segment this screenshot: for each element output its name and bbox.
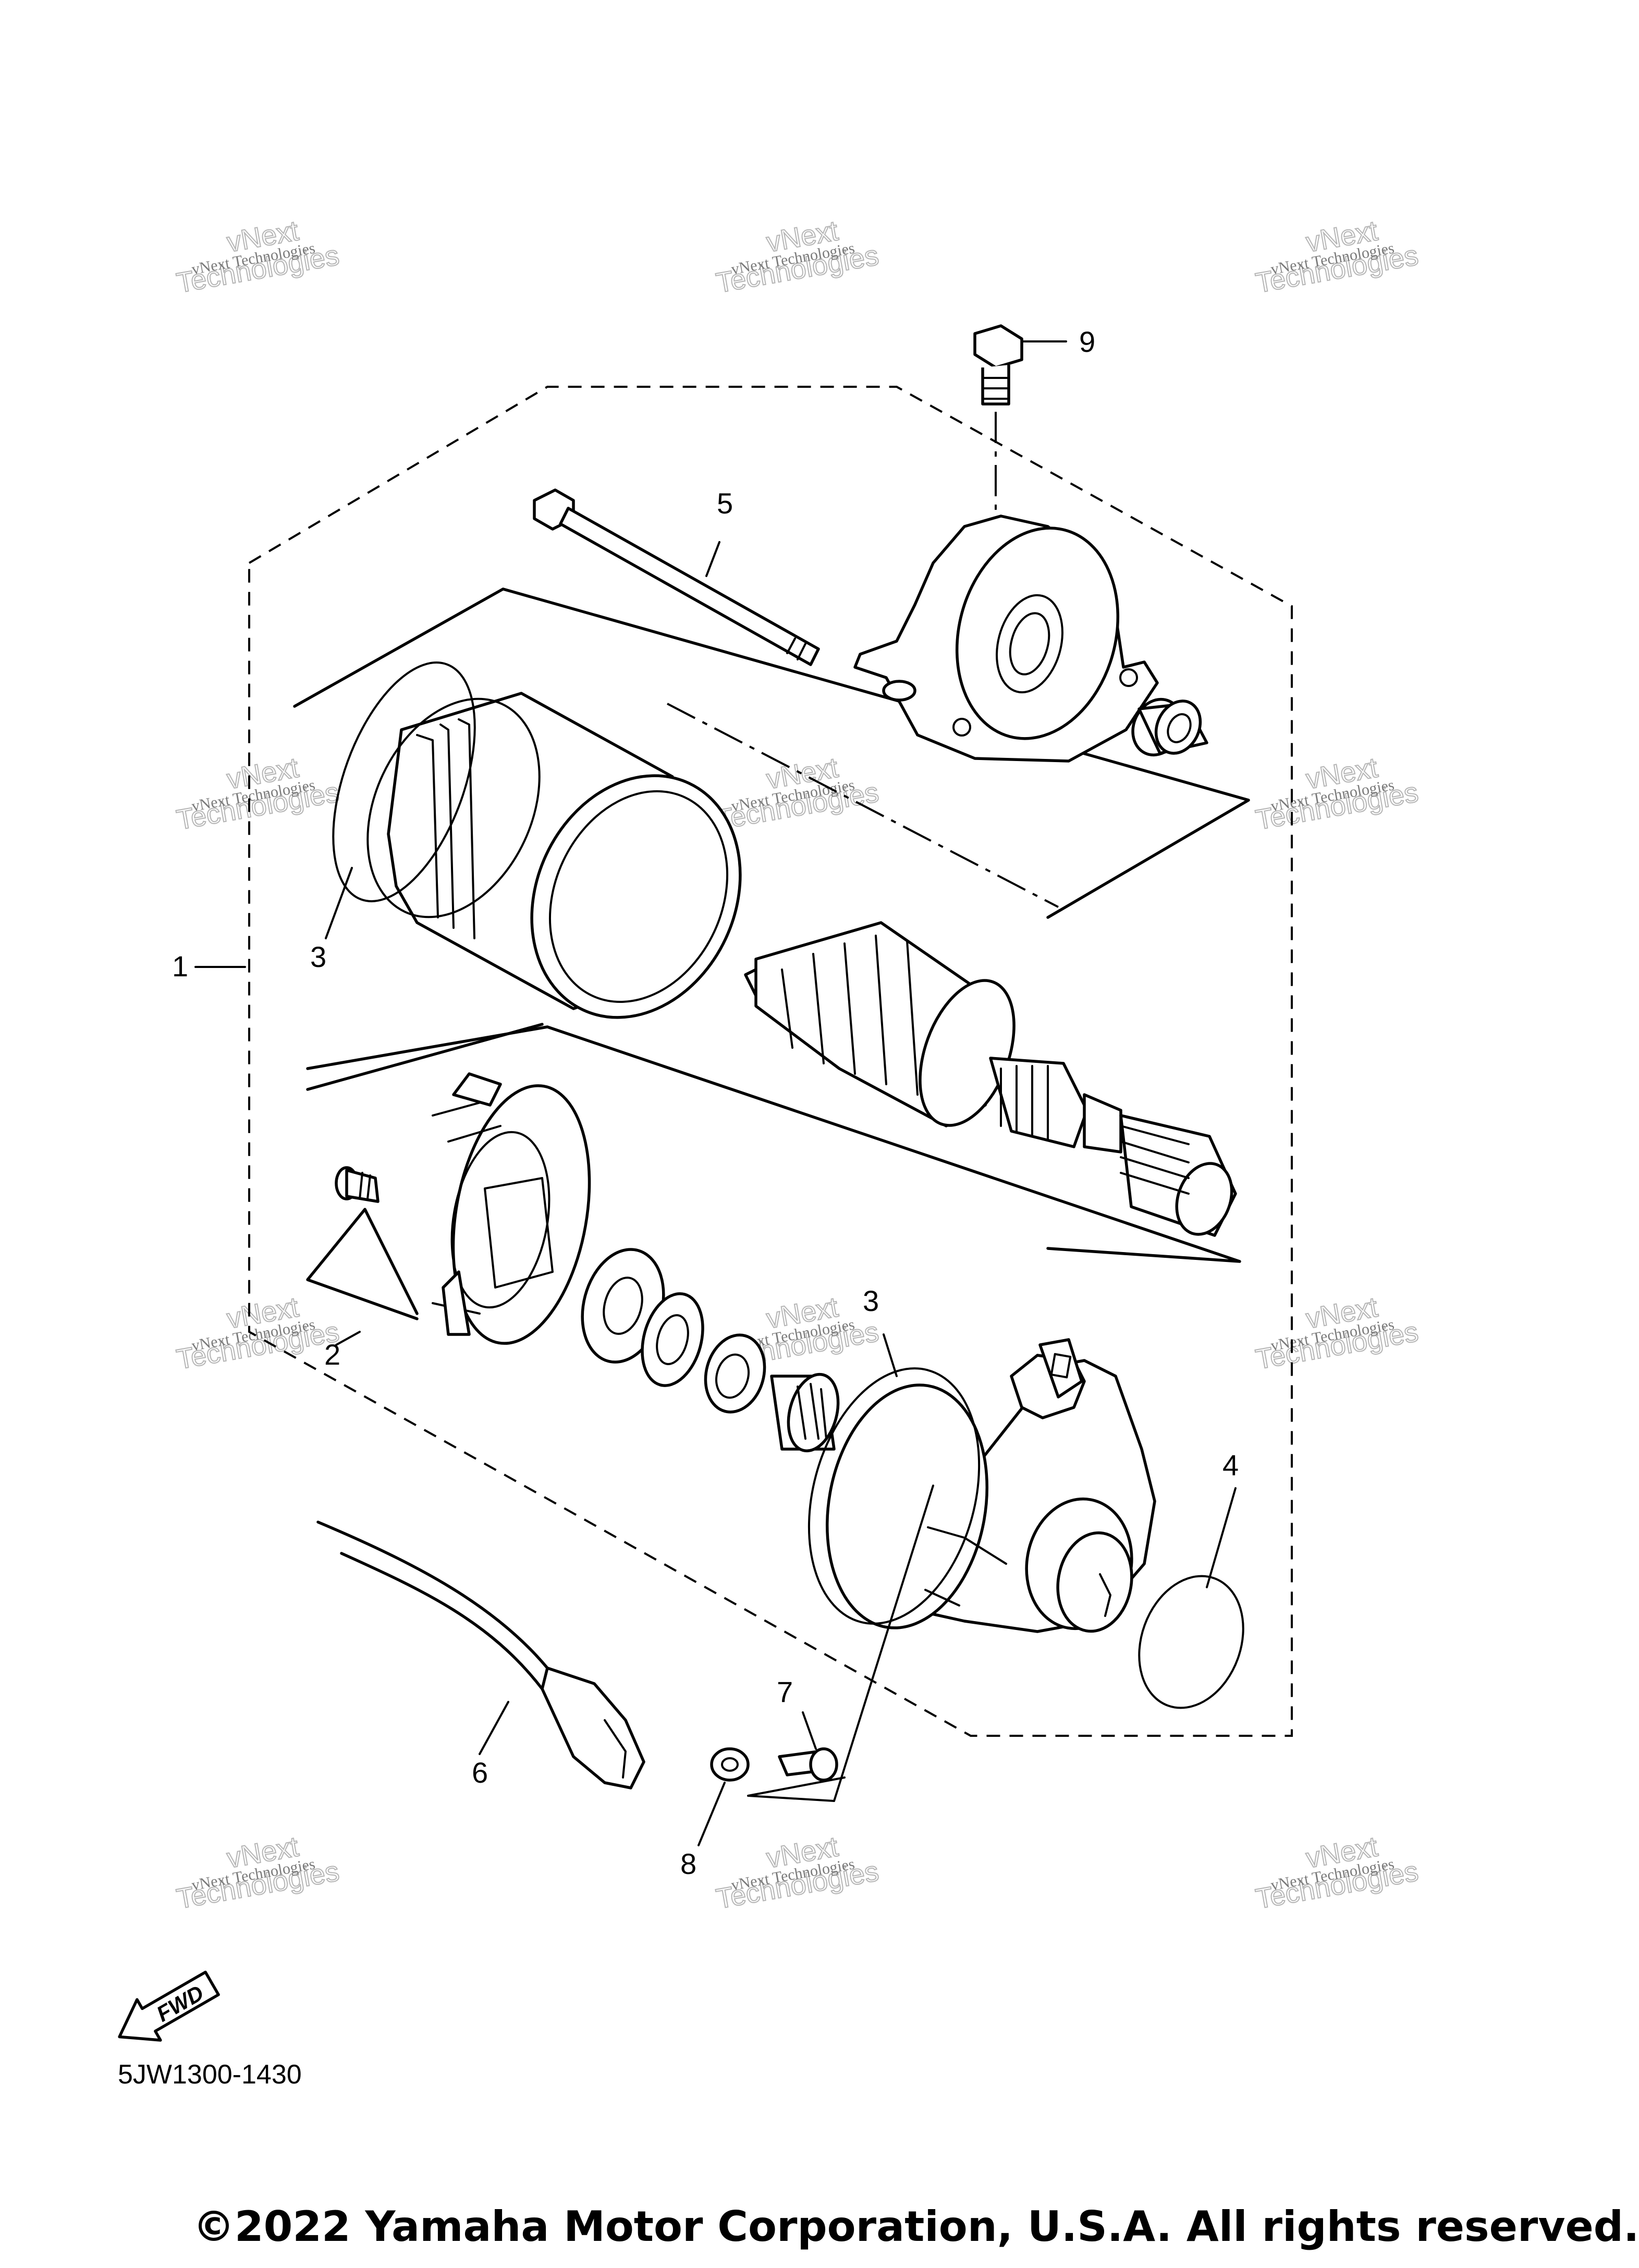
callout-2: 2 [324, 1338, 340, 1371]
brush-plane [306, 1023, 544, 1091]
callout-6: 6 [472, 1756, 488, 1789]
o-ring-part-3-lower [808, 1367, 981, 1625]
copyright-notice: ©2022 Yamaha Motor Corporation, U.S.A. A… [193, 2202, 1639, 2251]
screw-part-2 [335, 1166, 380, 1203]
yoke [366, 692, 742, 1019]
leader-3-upper [325, 867, 353, 939]
callout-7: 7 [777, 1675, 793, 1708]
assembly-boundary [248, 386, 1293, 1737]
callout-5: 5 [717, 487, 733, 520]
yoke-centerline [667, 703, 1059, 908]
fwd-arrow-icon: FWD [118, 1970, 220, 2042]
bushing [1131, 697, 1208, 757]
terminal-bolt-part-7 [747, 1485, 934, 1802]
o-ring-part-3-upper [332, 661, 476, 902]
callout-3-upper: 3 [310, 940, 326, 973]
bracket-lines-2 [306, 1208, 419, 1320]
armature-plane [306, 1025, 1241, 1263]
leader-4 [1206, 1487, 1237, 1588]
needle-bearing [770, 1372, 840, 1453]
o-ring-part-4 [1138, 1575, 1244, 1709]
washers [581, 1248, 766, 1414]
armature [744, 921, 1237, 1237]
yoke-plane [293, 587, 1250, 919]
callout-3-lower: 3 [863, 1284, 879, 1317]
leader-2 [335, 1331, 361, 1346]
callout-9: 9 [1079, 325, 1095, 358]
part-code: 5JW1300-1430 [118, 2059, 302, 2090]
through-bolt-part-5 [533, 488, 820, 666]
cable-part-6 [316, 1521, 645, 1789]
callout-1: 1 [172, 950, 188, 983]
callout-4: 4 [1222, 1449, 1239, 1481]
bolt-part-9 [973, 324, 1067, 584]
leader-3-lower [883, 1333, 898, 1377]
front-cover [853, 514, 1159, 763]
callout-8: 8 [680, 1847, 696, 1880]
nut-part-8 [698, 1747, 750, 1846]
brush-holder [432, 1072, 591, 1345]
rear-cover [825, 1338, 1156, 1633]
